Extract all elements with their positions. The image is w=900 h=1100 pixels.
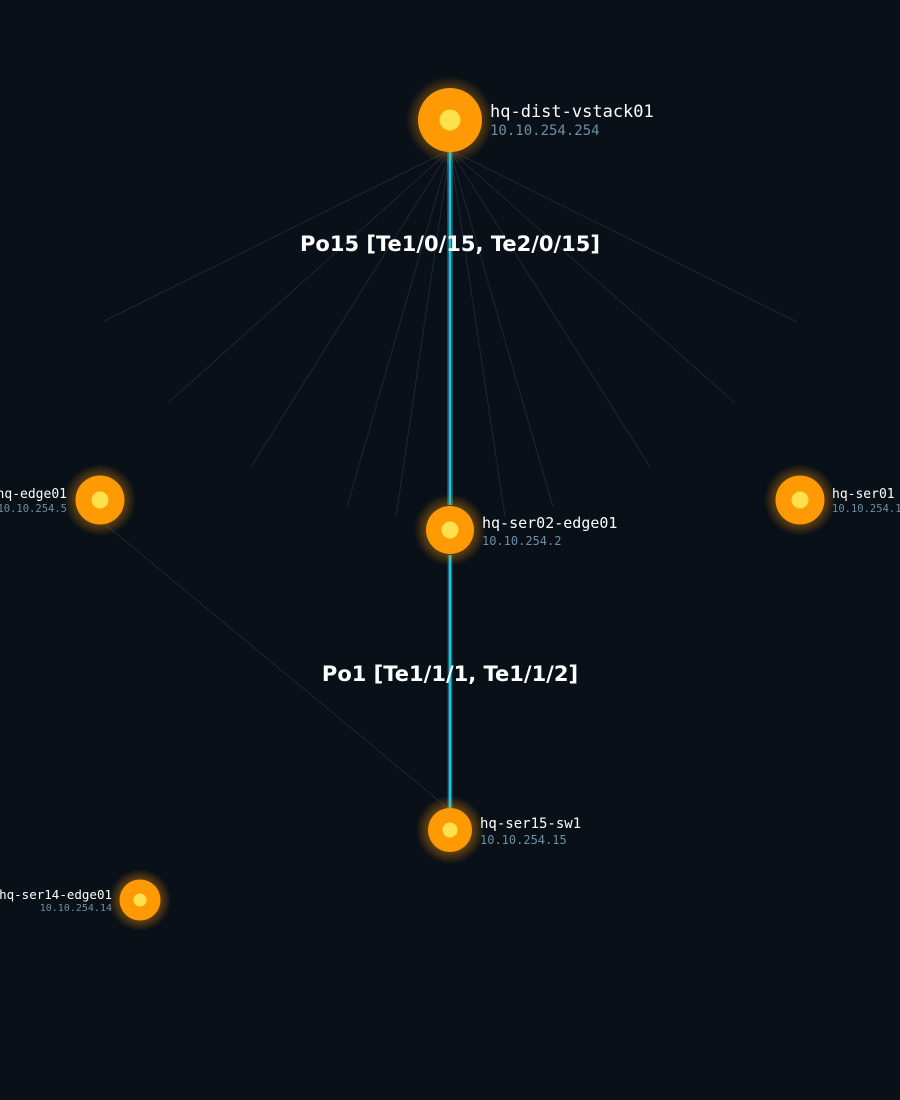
faint-link	[346, 149, 451, 508]
node-hq-ser01[interactable]	[764, 464, 836, 536]
faint-link	[99, 519, 451, 811]
node-hq-edge01[interactable]	[64, 464, 136, 536]
faint-link	[250, 149, 451, 468]
node-name: hq-dist-vstack01	[490, 102, 654, 122]
node-name: hq-ser01	[832, 487, 895, 502]
node-name: hq-edge01	[0, 487, 67, 502]
faint-links	[99, 149, 798, 811]
node-hq-ser02-edge01[interactable]	[414, 494, 486, 566]
link-label-po1: Po1 [Te1/1/1, Te1/1/2]	[321, 662, 579, 686]
faint-link	[167, 149, 451, 404]
faint-link	[103, 149, 451, 322]
node-ip: 10.10.254.5	[0, 503, 67, 515]
node-hq-ser14-edge01[interactable]	[109, 869, 171, 931]
node-name: hq-ser14-edge01	[0, 887, 112, 902]
faint-link	[449, 149, 554, 508]
node-name: hq-ser15-sw1	[480, 816, 582, 832]
faint-link	[449, 149, 506, 518]
faint-link	[449, 149, 651, 468]
node-ip: 10.10.254.254	[490, 123, 600, 139]
node-hq-dist-vstack01[interactable]	[406, 76, 494, 164]
faint-link	[449, 149, 798, 323]
node-ip: 10.10.254.15	[480, 833, 567, 847]
faint-link	[449, 149, 736, 404]
node-ip: 10.10.254.14	[39, 903, 112, 914]
node-hq-ser15-sw1[interactable]	[416, 796, 484, 864]
link-label-po15: Po15 [Te1/0/15, Te2/0/15]	[300, 232, 600, 256]
node-name: hq-ser02-edge01	[482, 514, 618, 532]
faint-link	[395, 149, 451, 518]
node-ip: 10.10.254.1	[832, 503, 900, 515]
node-ip: 10.10.254.2	[482, 534, 562, 548]
